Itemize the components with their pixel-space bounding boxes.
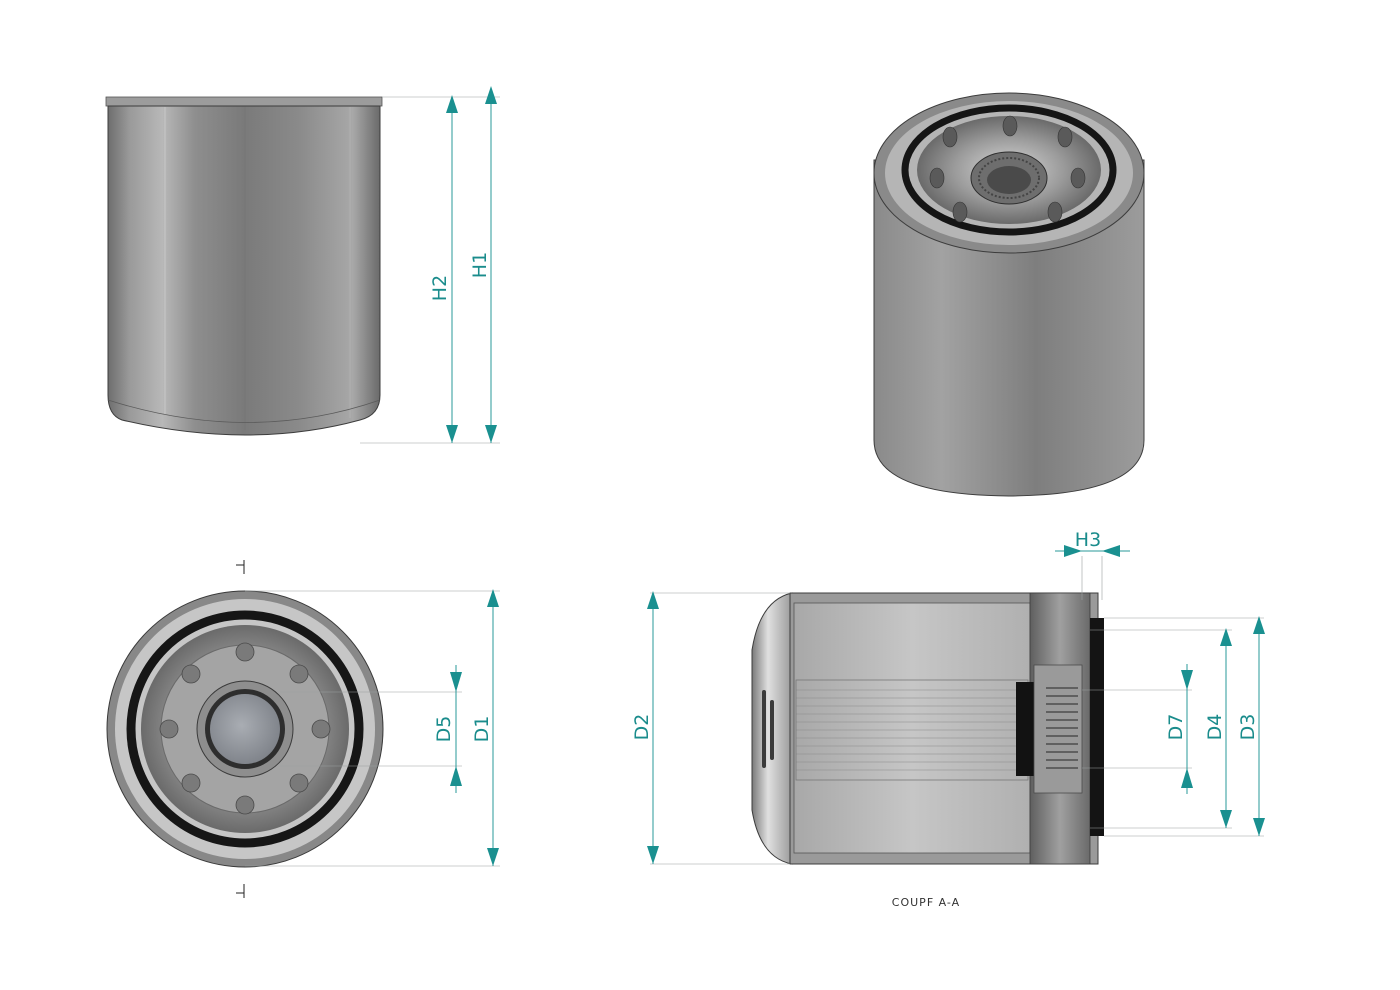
label-d1: D1 [471,716,493,743]
section-view [751,592,1104,865]
dimension-d1: D1 [471,589,499,866]
label-d3: D3 [1237,714,1259,741]
dimension-d4: D4 [1204,628,1232,828]
isometric-view [873,92,1145,497]
label-d7: D7 [1165,714,1187,741]
dimension-h3: H3 [1055,529,1130,557]
dimension-d2: D2 [631,591,659,864]
label-h1: H1 [469,252,491,278]
dimension-h1: H1 [469,86,497,443]
top-view [106,560,384,898]
side-view [105,96,383,436]
label-d2: D2 [631,714,653,741]
dimension-d7: D7 [1165,664,1193,794]
label-d5: D5 [433,716,455,743]
label-h2: H2 [429,275,451,301]
dimension-h2: H2 [429,95,458,443]
section-caption: COUPF A-A [892,896,960,909]
dimension-d3: D3 [1237,616,1265,836]
label-h3: H3 [1075,529,1101,551]
dimension-d5: D5 [433,665,462,793]
label-d4: D4 [1204,714,1226,741]
